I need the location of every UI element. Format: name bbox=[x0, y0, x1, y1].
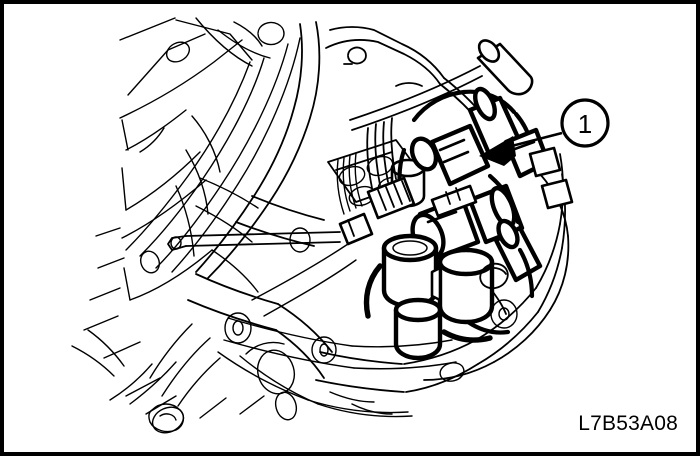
case-bosses-left bbox=[139, 41, 191, 434]
upper-tube bbox=[476, 39, 534, 96]
upper-right-tubes bbox=[528, 146, 574, 210]
solenoid-bottom bbox=[393, 297, 443, 361]
selector-rail bbox=[167, 231, 341, 251]
solenoid-middle-connector bbox=[430, 184, 478, 218]
solenoid-upper bbox=[409, 123, 491, 187]
callout-1: 1 bbox=[560, 98, 610, 148]
solenoid-bracket-2 bbox=[465, 173, 535, 335]
case-lower-detail bbox=[245, 341, 393, 421]
solenoid-lower-left bbox=[381, 233, 439, 309]
case-right-bracket bbox=[423, 173, 570, 381]
transmission-case-outline bbox=[71, 17, 301, 419]
harness-connector bbox=[366, 176, 416, 220]
callout-1-number: 1 bbox=[578, 109, 592, 139]
solenoid-bracket bbox=[363, 263, 493, 343]
figure-code-label: L7B53A08 bbox=[578, 412, 678, 435]
side-connector-wires bbox=[336, 152, 363, 215]
callout-1-leader bbox=[479, 131, 563, 166]
case-lower-flange bbox=[217, 243, 457, 418]
side-connector-block bbox=[338, 212, 374, 246]
harness-wires bbox=[366, 117, 397, 189]
case-right-ring bbox=[479, 262, 509, 315]
